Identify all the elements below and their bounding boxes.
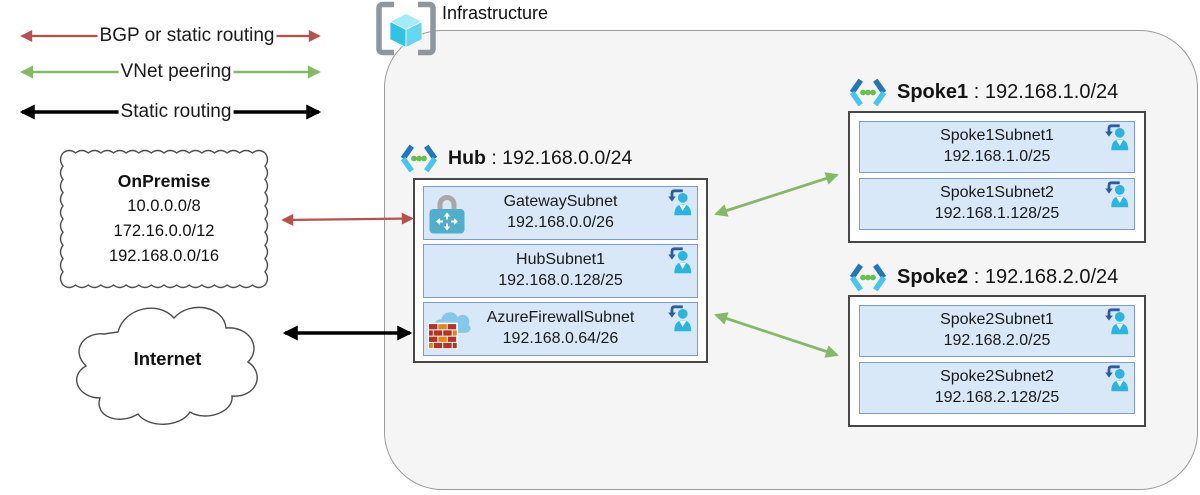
spoke2-vnet-box: Spoke2Subnet1 192.168.2.0/25 Spoke2Subne… [848,295,1146,427]
subnet-row-hubsubnet1: HubSubnet1 192.168.0.128/25 [423,244,698,298]
onpremise-range: 192.168.0.0/16 [108,247,220,265]
subnet-name: Spoke2Subnet1 [940,311,1054,329]
subnet-user-icon [1105,365,1129,392]
subnet-row-spoke1subnet1: Spoke1Subnet1 192.168.1.0/25 [859,121,1135,173]
subnet-row-spoke2subnet1: Spoke2Subnet1 192.168.2.0/25 [859,305,1135,357]
spoke2-title: Spoke2 : 192.168.2.0/24 [848,262,1118,293]
subnet-cidr: 192.168.0.64/26 [502,330,619,347]
legend-peering-label: VNet peering [118,61,234,83]
subnet-cidr: 192.168.0.0/26 [507,214,614,231]
subnet-name: Spoke1Subnet2 [940,184,1054,202]
subnet-user-icon [668,189,692,216]
hub-name: Hub [448,147,486,169]
subnet-name: HubSubnet1 [516,251,605,269]
legend-static-label: Static routing [118,101,234,123]
spoke2-name: Spoke2 [897,266,969,288]
infrastructure-label: Infrastructure [442,3,549,23]
subnet-user-icon [668,305,692,332]
spoke1-vnet-box: Spoke1Subnet1 192.168.1.0/25 Spoke1Subne… [848,111,1146,243]
onpremise-title: OnPremise [117,171,211,191]
vnet-icon [400,144,438,173]
subnet-row-spoke2subnet2: Spoke2Subnet2 192.168.2.128/25 [859,362,1135,414]
subnet-row-spoke1subnet2: Spoke1Subnet2 192.168.1.128/25 [859,178,1135,230]
subnet-cidr: 192.168.0.128/25 [498,272,623,289]
internet-node: Internet [60,286,275,428]
subnet-cidr: 192.168.1.0/25 [943,148,1051,165]
hub-cidr: 192.168.0.0/24 [502,147,633,169]
subnet-user-icon [1105,308,1129,335]
onpremise-text: OnPremise 10.0.0.0/8 172.16.0.0/12 192.1… [58,148,270,290]
onpremise-shape [59,149,269,289]
subnet-cidr: 192.168.2.128/25 [934,389,1060,406]
vnet-icon [849,263,887,292]
subnet-user-icon [1105,124,1129,151]
internet-cloud-icon [76,306,258,425]
subnet-cidr: 192.168.1.128/25 [934,205,1060,222]
infrastructure-header: Infrastructure [374,0,548,57]
subnet-name: Spoke1Subnet1 [940,127,1054,145]
vnet-icon [849,78,887,107]
subnet-name: GatewaySubnet [503,193,618,211]
subnet-row-gatewaysubnet: GatewaySubnet 192.168.0.0/26 [423,186,698,240]
internet-label: Internet [133,348,202,370]
subnet-cidr: 192.168.2.0/25 [943,332,1051,349]
onpremise-node: OnPremise 10.0.0.0/8 172.16.0.0/12 192.1… [58,148,270,290]
separator: : [485,147,503,169]
subnet-name: AzureFirewallSubnet [486,309,635,327]
legend-bgp-label: BGP or static routing [97,25,277,47]
separator: : [968,81,985,103]
spoke2-cidr: 192.168.2.0/24 [984,266,1119,288]
firewall-icon [427,312,471,350]
subnet-row-azurefirewallsubnet: AzureFirewallSubnet 192.168.0.64/26 [423,302,698,356]
onpremise-range: 10.0.0.0/8 [127,197,201,215]
subnet-user-icon [1105,181,1129,208]
hub-title: Hub : 192.168.0.0/24 [399,143,632,174]
subnet-name: Spoke2Subnet2 [940,368,1054,386]
spoke1-cidr: 192.168.1.0/24 [984,81,1119,103]
onpremise-range: 172.16.0.0/12 [113,222,215,240]
infrastructure-icon [376,1,436,56]
vpn-gateway-icon [429,195,465,234]
separator: : [968,266,985,288]
spoke1-name: Spoke1 [897,81,969,103]
hub-vnet-box: GatewaySubnet 192.168.0.0/26 HubSubnet1 … [413,178,708,363]
subnet-user-icon [668,247,692,274]
spoke1-title: Spoke1 : 192.168.1.0/24 [848,77,1118,108]
